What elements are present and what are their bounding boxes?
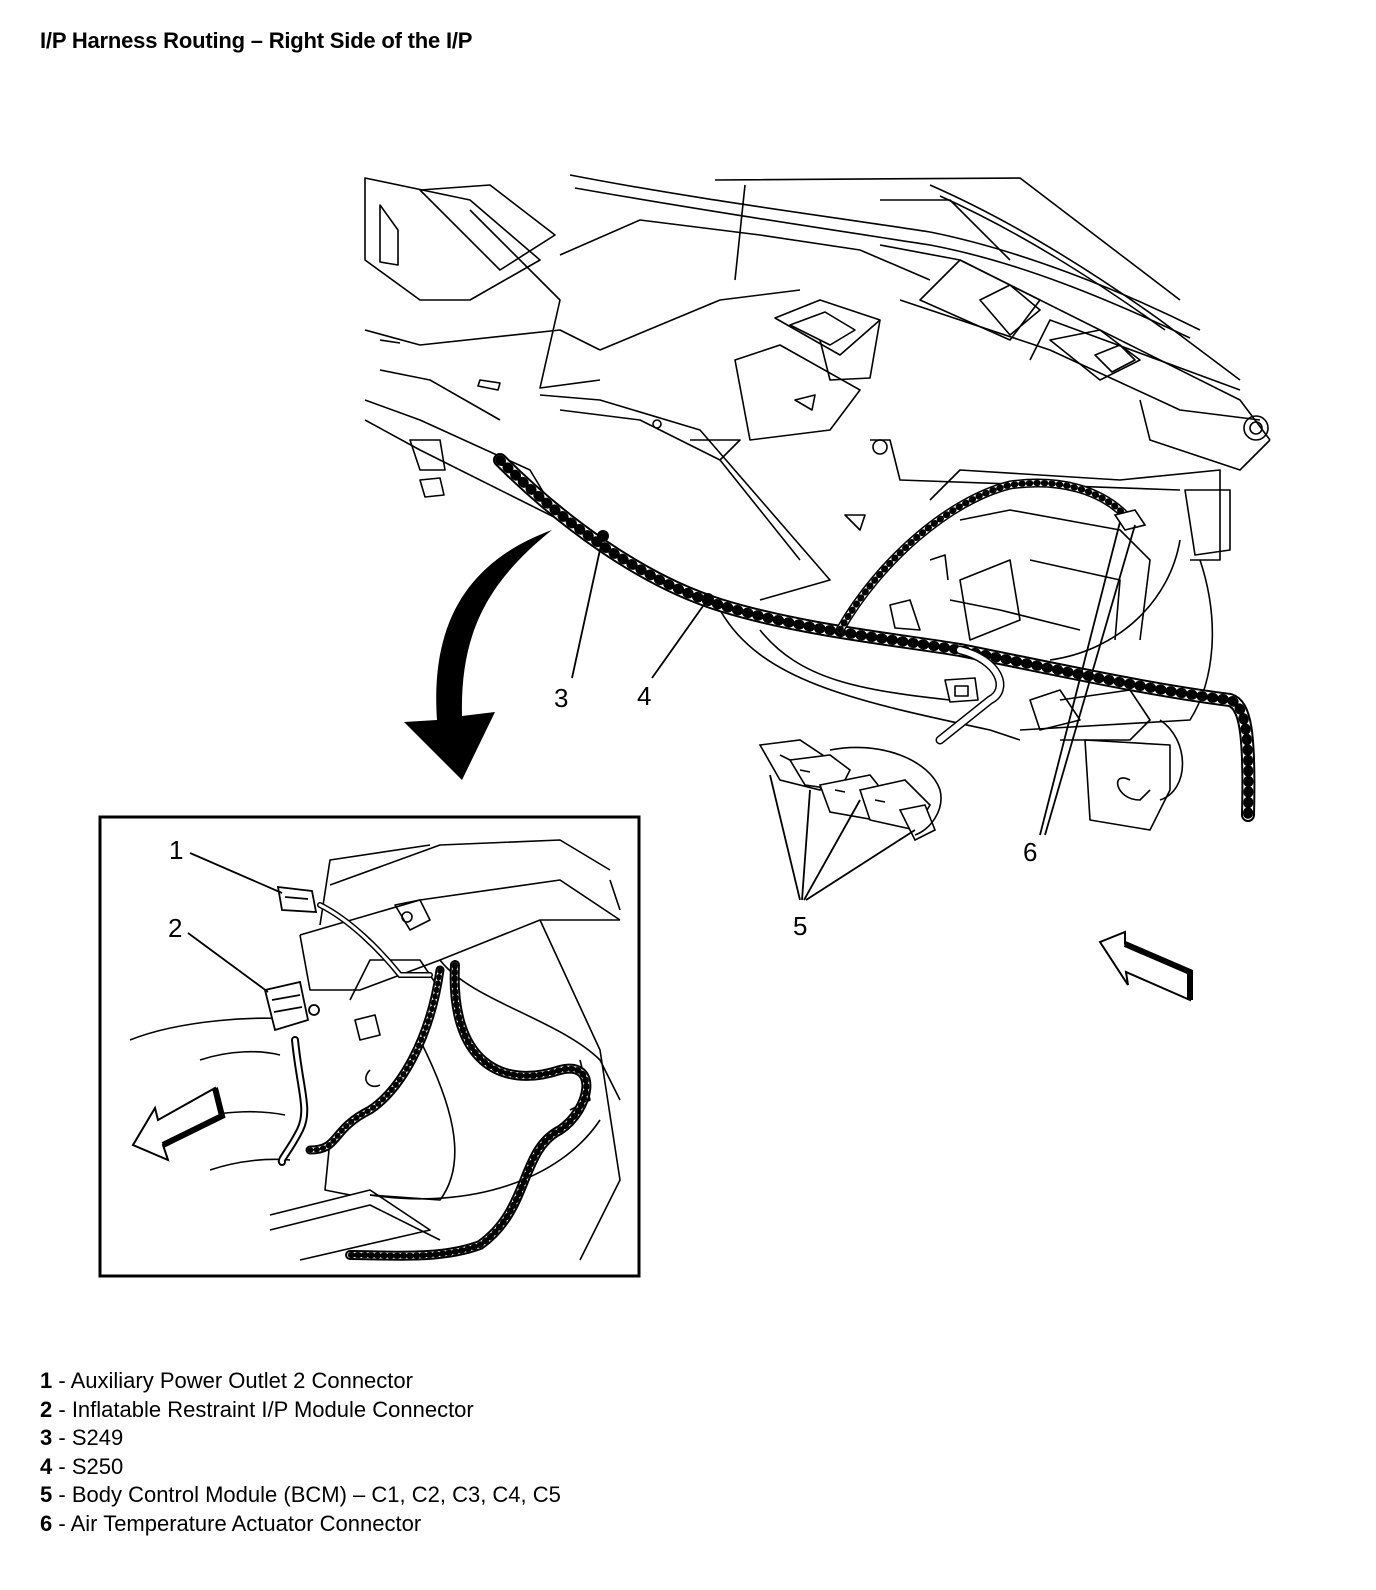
view-arrow	[1098, 930, 1193, 1002]
inset-leader-lines	[187, 852, 283, 993]
callout-5: 5	[793, 911, 807, 941]
legend-number: 3	[40, 1425, 53, 1450]
legend-item: 4 - S250	[40, 1453, 561, 1482]
legend-text: Auxiliary Power Outlet 2 Connector	[70, 1368, 413, 1393]
legend: 1 - Auxiliary Power Outlet 2 Connector 2…	[40, 1367, 561, 1538]
callout-6: 6	[1023, 837, 1037, 867]
legend-number: 1	[40, 1368, 53, 1393]
inset-harness	[277, 902, 592, 1261]
legend-text: Body Control Module (BCM) – C1, C2, C3, …	[71, 1482, 561, 1507]
inset-connectors	[263, 885, 320, 1032]
callout-1: 1	[169, 835, 183, 865]
leader-lines	[571, 521, 1136, 901]
detail-arrow	[404, 530, 552, 780]
legend-text: S250	[71, 1453, 124, 1479]
legend-number: 5	[40, 1482, 53, 1507]
callout-3: 3	[554, 683, 568, 713]
callout-4: 4	[637, 681, 651, 711]
legend-number: 4	[40, 1453, 53, 1479]
legend-item: 2 - Inflatable Restraint I/P Module Conn…	[40, 1396, 561, 1425]
page-title: I/P Harness Routing – Right Side of the …	[40, 28, 473, 53]
legend-item: 5 - Body Control Module (BCM) – C1, C2, …	[40, 1481, 561, 1510]
legend-separator: -	[52, 1368, 71, 1393]
inset-view-arrow	[131, 1086, 226, 1162]
legend-separator: -	[52, 1396, 72, 1422]
legend-separator: -	[52, 1510, 71, 1536]
legend-number: 2	[40, 1396, 53, 1422]
legend-number: 6	[40, 1510, 53, 1536]
legend-separator: -	[52, 1425, 72, 1450]
legend-text: Inflatable Restraint I/P Module Connecto…	[71, 1396, 474, 1422]
legend-separator: -	[52, 1453, 72, 1479]
main-harness	[493, 453, 1256, 822]
inset-box	[98, 815, 641, 1278]
legend-text: S249	[71, 1425, 124, 1450]
harness-routing-diagram: 3 4 5 6 1 2	[98, 174, 1271, 1278]
legend-item: 1 - Auxiliary Power Outlet 2 Connector	[40, 1367, 561, 1396]
instrument-panel-drawing	[364, 174, 1271, 831]
bcm-connectors	[758, 739, 942, 842]
legend-item: 6 - Air Temperature Actuator Connector	[40, 1510, 561, 1539]
legend-item: 3 - S249	[40, 1424, 561, 1453]
legend-text: Air Temperature Actuator Connector	[70, 1510, 422, 1536]
callout-2: 2	[168, 913, 182, 943]
legend-separator: -	[52, 1482, 72, 1507]
